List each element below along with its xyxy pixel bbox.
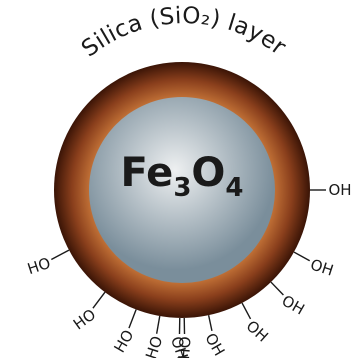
right-group-label: OH [279, 292, 308, 319]
right-group-label: OH [201, 330, 228, 358]
left-bond-line [155, 315, 161, 334]
right-bond-line [207, 315, 213, 331]
left-group-label: HO [110, 327, 137, 356]
right-bond-line [270, 281, 284, 296]
right-group-label: OH [328, 181, 351, 199]
left-group-label: HO [25, 254, 53, 278]
right-group-label: OH [308, 255, 336, 279]
right-bond-line [241, 302, 252, 320]
left-bond-line [92, 291, 106, 309]
right-bond-line [293, 251, 311, 262]
fe3o4-core [89, 97, 275, 283]
left-bond-line [50, 249, 70, 261]
left-bond-line [128, 309, 137, 329]
left-group-label: HO [70, 305, 99, 333]
right-group-label: OH [243, 317, 272, 346]
core-formula: Fe3O4 [120, 150, 243, 203]
left-group-label: HO [175, 336, 195, 358]
shell-label: Silica (SiO₂) layer [77, 3, 291, 63]
right-group-label: OH [167, 334, 191, 358]
left-group-label: HO [142, 334, 166, 358]
